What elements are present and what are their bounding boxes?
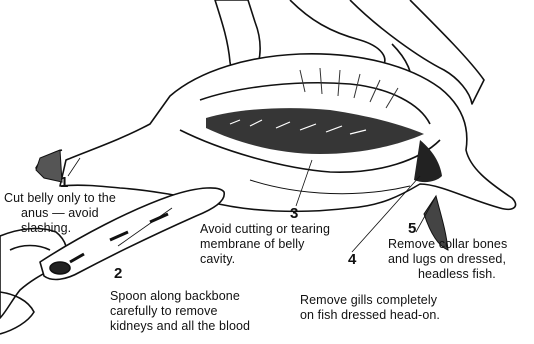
step-4-number: 4 xyxy=(348,252,356,267)
step-5-number: 5 xyxy=(408,221,416,236)
step-2-number: 2 xyxy=(114,266,122,281)
step-4-line-1: Remove gills completely xyxy=(300,293,440,308)
step-5-line-1: Remove collar bones xyxy=(388,237,507,252)
step-2-line-2: carefully to remove xyxy=(110,304,250,319)
step-2-line-3: kidneys and all the blood xyxy=(110,319,250,334)
step-4-line-2: on fish dressed head-on. xyxy=(300,308,440,323)
lower-hand-illustration xyxy=(0,229,67,334)
step-5-line-2: and lugs on dressed, xyxy=(388,252,507,267)
step-3-line-2: membrane of belly xyxy=(200,237,330,252)
step-1-line-1: Cut belly only to the xyxy=(4,191,116,206)
step-3-caption: Avoid cutting or tearing membrane of bel… xyxy=(200,222,330,267)
step-3-number: 3 xyxy=(290,206,298,221)
step-2-caption: Spoon along backbone carefully to remove… xyxy=(110,289,250,334)
step-1-number: 1 xyxy=(60,175,68,190)
step-3-line-1: Avoid cutting or tearing xyxy=(200,222,330,237)
step-3-line-3: cavity. xyxy=(200,252,330,267)
step-1-caption: Cut belly only to the anus — avoid slash… xyxy=(4,191,116,236)
step-2-line-1: Spoon along backbone xyxy=(110,289,250,304)
step-5-caption: Remove collar bones and lugs on dressed,… xyxy=(388,237,507,282)
step-4-caption: Remove gills completely on fish dressed … xyxy=(300,293,440,323)
step-1-line-2: anus — avoid xyxy=(4,206,116,221)
step-1-line-3: slashing. xyxy=(4,221,116,236)
step-5-line-3: headless fish. xyxy=(388,267,507,282)
